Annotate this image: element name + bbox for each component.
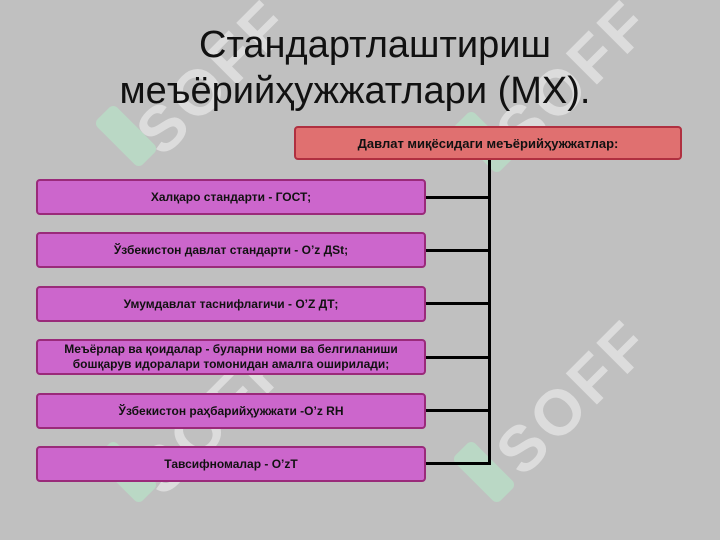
diagram-item-gost: Халқаро стандарти - ГОСТ; <box>36 179 426 215</box>
watermark-logo-mark <box>451 439 517 505</box>
connector-branch <box>426 462 490 465</box>
connector-vertical <box>488 160 491 465</box>
diagram-header-box: Давлат миқёсидаги меъёрийҳужжатлар: <box>294 126 682 160</box>
connector-branch <box>426 302 490 305</box>
diagram-item-ozdt: Умумдавлат таснифлагичи - O’Z ДТ; <box>36 286 426 322</box>
diagram-item-norms-rules: Меъёрлар ва қоидалар - буларни номи ва б… <box>36 339 426 375</box>
slide-title-line1: Стандартлаштириш <box>199 24 551 66</box>
diagram-item-ozrh: Ўзбекистон раҳбарийҳужжати -O’z RH <box>36 393 426 429</box>
watermark-text: SOFF <box>481 305 665 489</box>
slide-title: Стандартлаштириш меъёрийҳужжатлари (МХ). <box>0 22 720 114</box>
connector-branch <box>426 409 490 412</box>
connector-branch <box>426 196 490 199</box>
connector-branch <box>426 356 490 359</box>
slide-title-line2: меъёрийҳужжатлари (МХ). <box>119 70 591 112</box>
connector-branch <box>426 249 490 252</box>
diagram-item-ozdst: Ўзбекистон давлат стандарти - O’z ДSt; <box>36 232 426 268</box>
diagram-item-ozt: Тавсифномалар - O’zT <box>36 446 426 482</box>
